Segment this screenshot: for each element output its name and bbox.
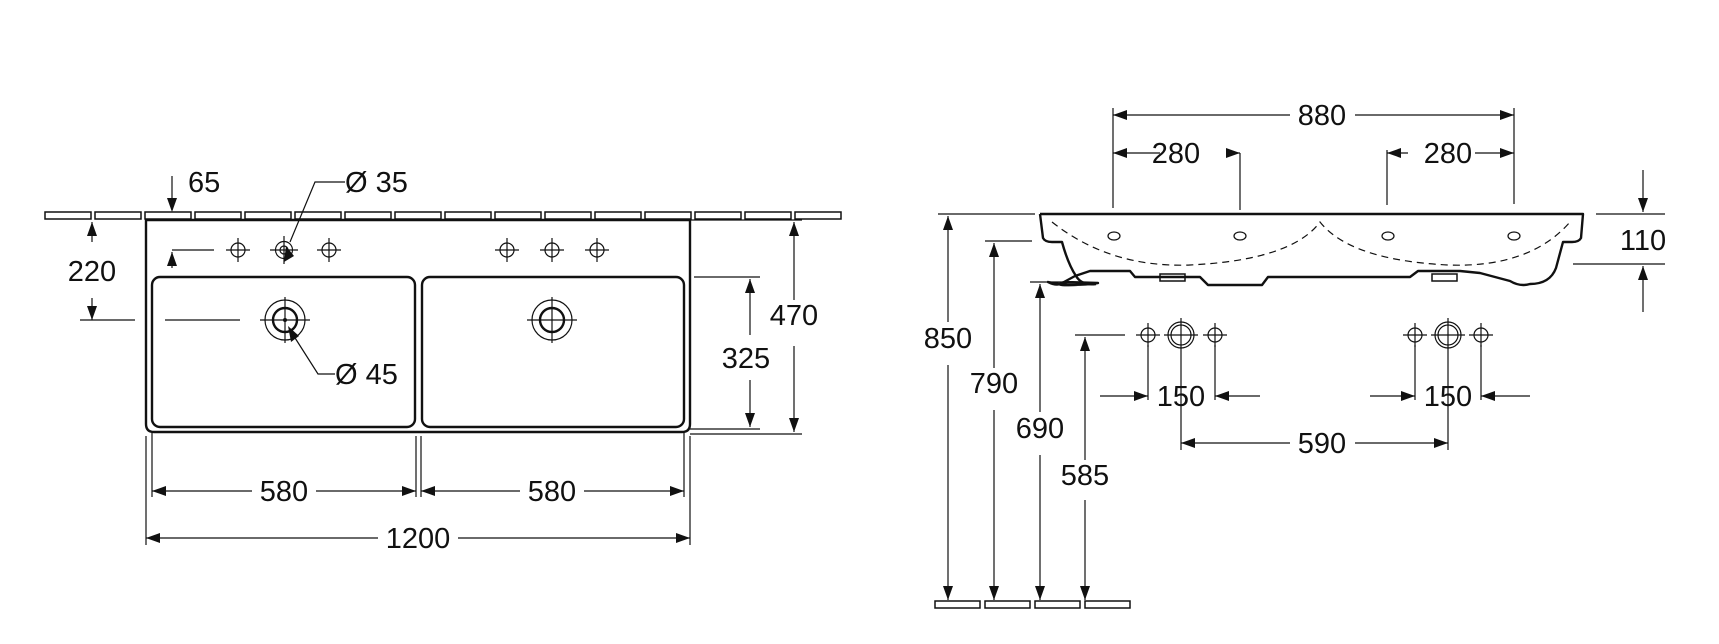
dimension-arrows-side: [943, 110, 1648, 600]
dim-label-110: 110: [1620, 225, 1666, 257]
dimension-lines-top: [80, 176, 802, 545]
tap-hole-icon: [226, 236, 609, 264]
dim-label-tap-diameter: Ø 35: [345, 167, 408, 199]
dim-label-280-left: 280: [1152, 138, 1200, 170]
wall-line: [44, 211, 842, 220]
dimension-lines-side: [938, 108, 1665, 600]
dim-label-585: 585: [1061, 460, 1109, 492]
side-view: 880 280 280 110 850 790 690 585 150 150 …: [924, 100, 1666, 609]
rim-holes: [1107, 231, 1521, 241]
bowl-right: [420, 275, 686, 429]
dim-label-150-left: 150: [1157, 381, 1205, 413]
basin-outline: [144, 218, 692, 434]
dim-label-470: 470: [770, 300, 818, 332]
drain-tabs: [1159, 273, 1458, 282]
dim-label-220: 220: [68, 256, 116, 288]
dim-label-65: 65: [188, 167, 220, 199]
dim-label-280-right: 280: [1424, 138, 1472, 170]
bowl-left: [150, 275, 417, 429]
dim-label-waste-diameter: Ø 45: [335, 359, 398, 391]
dim-label-150-right: 150: [1424, 381, 1472, 413]
dimension-arrows-top: [87, 198, 799, 543]
top-view: 1200 580 580 470 325 220 65 Ø 35 Ø 45: [44, 167, 842, 555]
dim-label-580-right: 580: [528, 476, 576, 508]
dim-label-790: 790: [970, 368, 1018, 400]
bowl-curve-hidden: [1051, 221, 1571, 266]
waste-hole-icon: [260, 297, 577, 343]
basin-section-edge: [1038, 213, 1097, 286]
dim-label-590: 590: [1298, 428, 1346, 460]
dim-label-580-left: 580: [260, 476, 308, 508]
floor-line: [934, 600, 1131, 609]
supply-connection-icon: [1136, 318, 1493, 352]
dim-label-1200: 1200: [386, 523, 451, 555]
dim-label-850: 850: [924, 323, 972, 355]
dim-label-325: 325: [722, 343, 770, 375]
basin-section: [1040, 212, 1585, 287]
dim-label-880: 880: [1298, 100, 1346, 132]
dim-label-690: 690: [1016, 413, 1064, 445]
